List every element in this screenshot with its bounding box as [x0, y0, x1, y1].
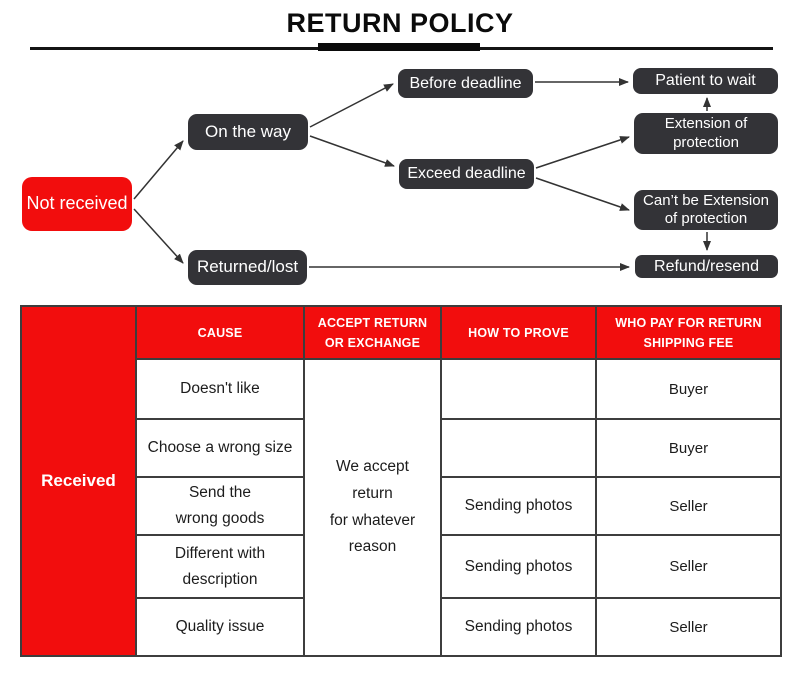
col-header-shipping-fee: WHO PAY FOR RETURN SHIPPING FEE: [595, 305, 782, 360]
cell-payer: Buyer: [595, 418, 782, 478]
table-row-wrong-goods: Send the wrong goods Sending photos Sell…: [21, 476, 782, 536]
edge-exceed-deadline-cant-be: [535, 177, 630, 211]
flow-node-exceed-deadline: Exceed deadline: [399, 159, 534, 189]
flow-node-refund-resend: Refund/resend: [635, 255, 778, 278]
cell-prove: Sending photos: [440, 597, 597, 657]
title-divider-bar: [318, 43, 480, 51]
cell-prove: [440, 358, 597, 420]
edge-exceed-deadline-extension: [535, 136, 630, 169]
edge-on-the-way-before-deadline: [309, 83, 394, 128]
flow-node-not-received: Not received: [22, 177, 132, 231]
col-header-accept-return: ACCEPT RETURN OR EXCHANGE: [303, 305, 442, 360]
cell-prove: Sending photos: [440, 476, 597, 536]
cell-cause: Different with description: [135, 534, 305, 599]
edge-not-received-on-the-way: [133, 140, 184, 200]
cell-payer: Buyer: [595, 358, 782, 420]
return-policy-table: Received CAUSE ACCEPT RETURN OR EXCHANGE…: [20, 305, 782, 657]
flow-node-patient-to-wait: Patient to wait: [633, 68, 778, 94]
cell-prove: Sending photos: [440, 534, 597, 599]
cell-accept-policy: We accept return for whatever reason: [303, 358, 442, 657]
table-row-wrong-size: Choose a wrong size Buyer: [21, 418, 782, 478]
flow-node-on-the-way: On the way: [188, 114, 308, 150]
cell-cause: Choose a wrong size: [135, 418, 305, 478]
edge-on-the-way-exceed-deadline: [309, 135, 395, 167]
cell-cause: Quality issue: [135, 597, 305, 657]
flowchart-arrows: [133, 78, 711, 271]
table-row-quality-issue: Quality issue Sending photos Seller: [21, 597, 782, 657]
table-row-different-description: Different with description Sending photo…: [21, 534, 782, 599]
flow-node-returned-lost: Returned/lost: [188, 250, 307, 285]
col-header-cause: CAUSE: [135, 305, 305, 360]
table-header-row: Received CAUSE ACCEPT RETURN OR EXCHANGE…: [20, 305, 782, 657]
cell-prove: [440, 418, 597, 478]
flow-node-extension-of-protection: Extension of protection: [634, 113, 778, 154]
cell-payer: Seller: [595, 476, 782, 536]
cell-cause: Send the wrong goods: [135, 476, 305, 536]
cell-cause: Doesn't like: [135, 358, 305, 420]
col-header-how-to-prove: HOW TO PROVE: [440, 305, 597, 360]
page-title: RETURN POLICY: [286, 8, 514, 38]
table-row-doesnt-like: Doesn't like We accept return for whatev…: [21, 358, 782, 657]
row-header-received: Received: [20, 305, 137, 657]
cell-payer: Seller: [595, 597, 782, 657]
flow-node-cant-be-extension: Can’t be Extension of protection: [634, 190, 778, 230]
flow-node-before-deadline: Before deadline: [398, 69, 533, 98]
edge-not-received-returned-lost: [133, 208, 184, 264]
cell-payer: Seller: [595, 534, 782, 599]
